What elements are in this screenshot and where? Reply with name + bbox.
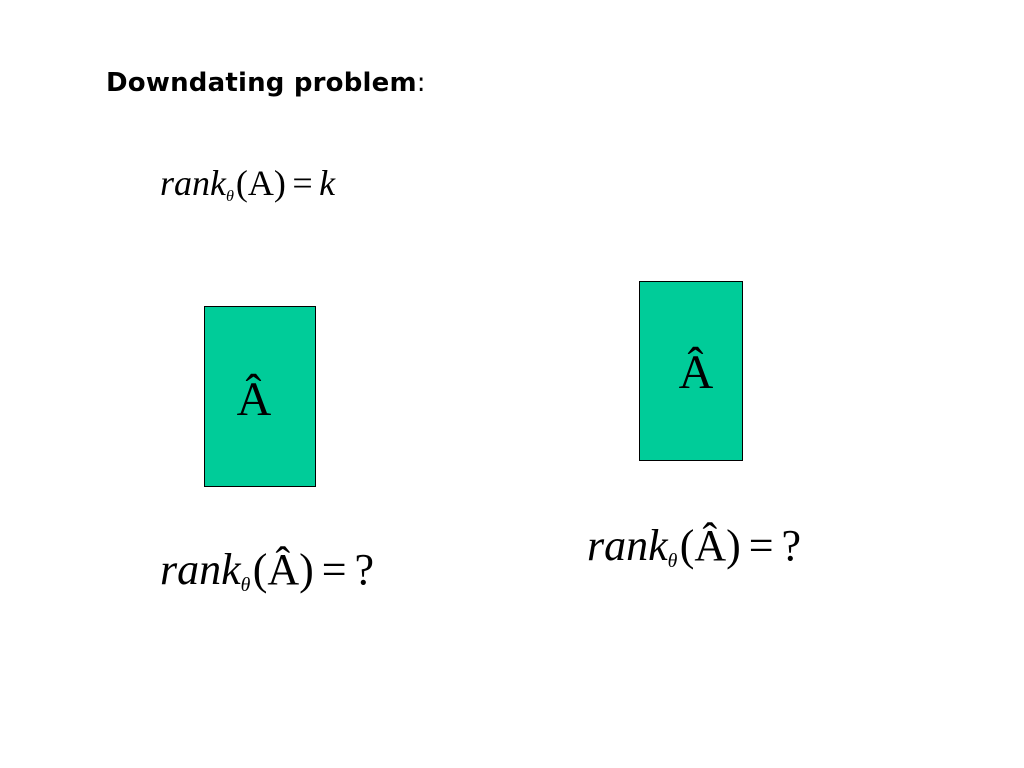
- formula-result: k: [319, 163, 336, 203]
- rank-formula-top: rankθ(A)=k: [160, 163, 336, 204]
- title-colon: :: [416, 68, 426, 98]
- formula-equals: =: [321, 545, 347, 594]
- matrix-box-left: Â: [204, 306, 316, 487]
- formula-argument: (Â): [679, 521, 741, 570]
- matrix-label-right: Â: [678, 346, 714, 399]
- formula-equals: =: [292, 163, 313, 203]
- matrix-label-left: Â: [236, 372, 272, 426]
- formula-subscript: θ: [240, 573, 251, 596]
- formula-argument: (Â): [252, 545, 314, 594]
- formula-argument: (A): [235, 163, 286, 203]
- formula-function: rank: [587, 521, 668, 570]
- formula-result: ?: [354, 545, 375, 594]
- formula-function: rank: [160, 545, 241, 594]
- formula-subscript: θ: [226, 186, 234, 205]
- rank-formula-right: rankθ(Â)=?: [587, 521, 802, 571]
- matrix-box-right: Â: [639, 281, 743, 461]
- formula-result: ?: [781, 521, 802, 570]
- slide-title: Downdating problem:: [106, 68, 426, 98]
- formula-subscript: θ: [667, 549, 678, 572]
- title-text: Downdating problem: [106, 68, 417, 98]
- formula-equals: =: [748, 521, 774, 570]
- rank-formula-left: rankθ(Â)=?: [160, 545, 375, 595]
- formula-function: rank: [160, 163, 226, 203]
